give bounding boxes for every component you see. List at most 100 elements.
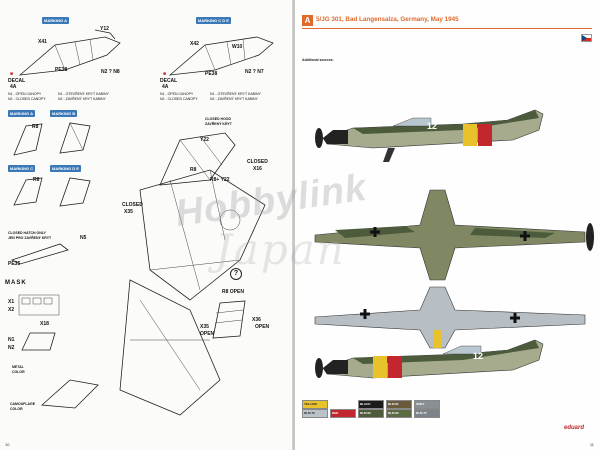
- chip-rlm81: RLM 81: [386, 400, 412, 409]
- chip-yellow: YELLOW: [302, 400, 328, 409]
- callout-r8-b: R8: [33, 177, 40, 183]
- callout-y22: Y22: [200, 137, 209, 143]
- callout-x35: X35: [124, 209, 133, 215]
- marking-badge-c: MARKING C: [8, 165, 36, 172]
- caption-open-canopy-en: N1 - OPEN CANOPY: [8, 92, 42, 96]
- aircraft-number-bottom: 12: [473, 351, 484, 361]
- callout-closed-x16: CLOSED: [247, 159, 268, 165]
- callout-pe38-b: PE38: [205, 71, 218, 77]
- caption-open-canopy-en2: N1 - OPEN CANOPY: [160, 92, 194, 96]
- caption-open-canopy-cz2: N1 - OTEVŘENÝ KRYT KABINY: [210, 92, 261, 96]
- caption-closed-canopy-cz: N2 - ZAVŘENÝ KRYT KABINY: [58, 97, 106, 101]
- book-spine: [292, 0, 296, 450]
- side-profile-bottom: [315, 339, 544, 379]
- right-page: A 5/JG 301, Bad Langensalza, Germany, Ma…: [295, 0, 600, 450]
- callout-x16: X16: [253, 166, 262, 172]
- caption-closed-hood-cz: ZAVŘENÝ KRYT: [205, 122, 232, 126]
- callout-n2-n8: N2 ? N8: [101, 69, 120, 75]
- part-detail-4: [59, 177, 91, 207]
- callout-closed-x35: CLOSED: [122, 202, 143, 208]
- side-profile-top: [315, 109, 544, 162]
- profile-title: 5/JG 301, Bad Langensalza, Germany, May …: [316, 16, 459, 23]
- eduard-logo: eduard: [563, 425, 584, 431]
- callout-x36: X36: [252, 317, 261, 323]
- marking-badge-a-mid: MARKING A: [8, 110, 35, 117]
- chip-rlm82: RLM 82: [386, 409, 412, 418]
- sources-subhead: Additional sources:: [302, 58, 334, 62]
- wing-part-drawing: [10, 243, 69, 265]
- callout-x18: X18: [40, 321, 49, 327]
- left-page-number: 10: [5, 442, 10, 447]
- callout-x1: X1: [8, 299, 15, 305]
- callout-n2-n7: N2 ? N7: [245, 69, 264, 75]
- callout-r8-a: R8: [32, 124, 39, 130]
- chip-black: BLACK: [358, 400, 384, 409]
- chip-rlm76: RLM 76: [302, 409, 328, 418]
- decal-marker-a-icon: ■: [10, 71, 14, 77]
- callout-r8-open: R8 OPEN: [222, 289, 244, 295]
- decal-label-a-num: 4A: [10, 84, 17, 90]
- czech-flag-icon: [581, 34, 592, 42]
- marking-badge-cde: MARKING C D E: [196, 17, 231, 24]
- canopy-part-drawing: [21, 332, 56, 351]
- fuselage-top-right-drawing: [168, 36, 274, 76]
- aircraft-number-top: 12: [427, 121, 438, 131]
- callout-n2: N2: [8, 345, 15, 351]
- callout-x2: X2: [8, 307, 15, 313]
- mask-label: MASK: [5, 280, 27, 286]
- decal-label-b-num: 4A: [162, 84, 169, 90]
- callout-r8-y22: R8+ Y22: [210, 177, 230, 183]
- canopy-assembly-drawing: [159, 132, 236, 186]
- chip-red: RED: [330, 409, 356, 418]
- callout-w10: W10: [232, 44, 243, 50]
- callout-x41: X41: [38, 39, 47, 45]
- right-page-number: 11: [589, 442, 594, 447]
- caption-closed-canopy-en: N2 - CLOSED CANOPY: [8, 97, 46, 101]
- chip-grey: GREY: [414, 400, 440, 409]
- caption-closed-hatch: CLOSED HATCH ONLY: [8, 231, 46, 235]
- callout-x35-open: X35: [200, 324, 209, 330]
- part-detail-3: [13, 177, 43, 206]
- chip-rlm83: RLM 83: [358, 409, 384, 418]
- left-page: MARKING A MARKING C D E X41 Y12 PE38 N2 …: [0, 0, 294, 450]
- wing-root-drawing: [41, 379, 99, 409]
- callout-y12: Y12: [100, 26, 109, 32]
- marking-badge-de: MARKING D E: [50, 165, 81, 172]
- caption-camouflage-2: COLOR: [10, 407, 23, 411]
- caption-closed-canopy-en2: N2 - CLOSED CANOPY: [160, 97, 198, 101]
- caption-camouflage: CAMOUFLAGE: [10, 402, 36, 406]
- callout-n1: N1: [8, 337, 15, 343]
- underside-view: [314, 286, 586, 349]
- caption-closed-canopy-cz2: N2 - ZAVŘENÝ KRYT KABINY: [210, 97, 258, 101]
- header-rule: [302, 28, 592, 29]
- callout-open-x36: OPEN: [255, 324, 270, 330]
- marking-badge-a: MARKING A: [42, 17, 69, 24]
- callout-open-x35: OPEN: [200, 331, 215, 337]
- callout-r8-c: R8: [190, 167, 197, 173]
- caption-closed-hatch-cz: JEN PRO ZAVŘENÝ KRYT: [8, 236, 52, 240]
- top-view-planform: [314, 189, 594, 281]
- callout-x42: X42: [190, 41, 199, 47]
- chip-rlm75: RLM 75: [414, 409, 440, 418]
- profile-letter: A: [302, 15, 313, 26]
- part-detail-1: [13, 123, 43, 156]
- callout-pe35: PE35: [8, 261, 21, 267]
- part-detail-2: [59, 122, 91, 154]
- decal-marker-b-icon: ■: [163, 71, 167, 77]
- caption-metal: METAL: [12, 365, 24, 369]
- callout-pe38-a: PE38: [55, 67, 68, 73]
- mask-sheet-drawing: [18, 294, 60, 316]
- caption-metal-2: COLOR: [12, 370, 25, 374]
- decal-label-a: DECAL: [8, 78, 26, 84]
- fuselage-top-left-drawing: [18, 29, 121, 76]
- caption-open-canopy-cz: N1 - OTEVŘENÝ KRYT KABINY: [58, 92, 109, 96]
- question-icon: ?: [230, 268, 242, 280]
- marking-badge-b-mid: MARKING B: [50, 110, 78, 117]
- decal-label-b: DECAL: [160, 78, 178, 84]
- open-hood-drawing: [212, 300, 246, 339]
- watermark-japan: Japan: [215, 225, 346, 274]
- caption-closed-hood: CLOSED HOOD: [205, 117, 232, 121]
- callout-n5: N5: [80, 235, 87, 241]
- profile-header: A 5/JG 301, Bad Langensalza, Germany, Ma…: [302, 15, 592, 27]
